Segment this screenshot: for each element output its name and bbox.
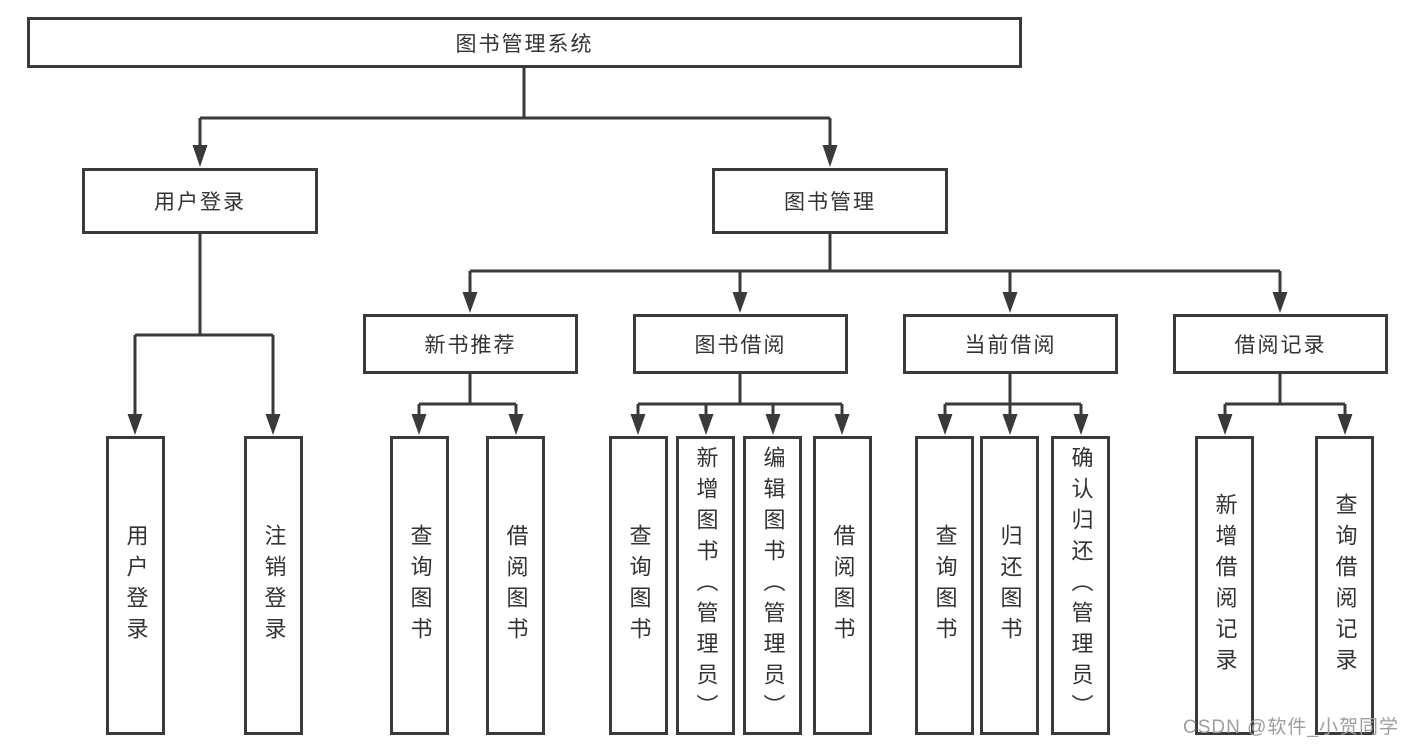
- leaf-query-books-recommend: 查询图书: [390, 436, 449, 735]
- leaf-label: 新增借阅记录: [1212, 492, 1238, 679]
- leaf-label: 新增图书（管理员）: [693, 446, 719, 725]
- leaf-add-book-admin: 新增图书（管理员）: [676, 436, 735, 735]
- leaf-query-books-current: 查询图书: [915, 436, 974, 735]
- leaf-logout: 注销登录: [244, 436, 303, 735]
- node-borrowing-records: 借阅记录: [1173, 314, 1388, 374]
- leaf-label: 查询图书: [407, 523, 433, 648]
- leaf-label: 归还图书: [997, 523, 1023, 648]
- leaf-label: 借阅图书: [830, 523, 856, 648]
- leaf-label: 查询图书: [932, 523, 958, 648]
- leaf-edit-book-admin: 编辑图书（管理员）: [743, 436, 802, 735]
- leaf-return-books: 归还图书: [980, 436, 1039, 735]
- node-current-borrowing: 当前借阅: [903, 314, 1118, 374]
- leaf-label: 查询图书: [626, 523, 652, 648]
- leaf-confirm-return-admin: 确认归还（管理员）: [1051, 436, 1110, 735]
- leaf-label: 用户登录: [123, 523, 149, 648]
- node-book-borrowing: 图书借阅: [633, 314, 848, 374]
- node-library-system: 图书管理系统: [27, 17, 1022, 68]
- leaf-query-borrow-record: 查询借阅记录: [1315, 436, 1374, 735]
- leaf-label: 借阅图书: [503, 523, 529, 648]
- leaf-label: 注销登录: [261, 523, 287, 648]
- leaf-label: 查询借阅记录: [1332, 492, 1358, 679]
- node-book-management: 图书管理: [712, 168, 948, 234]
- leaf-label: 确认归还（管理员）: [1068, 446, 1094, 725]
- node-new-book-recommend: 新书推荐: [363, 314, 578, 374]
- leaf-borrow-books-borrowing: 借阅图书: [813, 436, 872, 735]
- leaf-query-books-borrowing: 查询图书: [609, 436, 668, 735]
- node-user-login: 用户登录: [82, 168, 318, 234]
- leaf-label: 编辑图书（管理员）: [760, 446, 786, 725]
- leaf-add-borrow-record: 新增借阅记录: [1195, 436, 1254, 735]
- leaf-user-login: 用户登录: [106, 436, 165, 735]
- csdn-watermark: CSDN @软件_小贺同学: [1183, 717, 1399, 738]
- leaf-borrow-books-recommend: 借阅图书: [486, 436, 545, 735]
